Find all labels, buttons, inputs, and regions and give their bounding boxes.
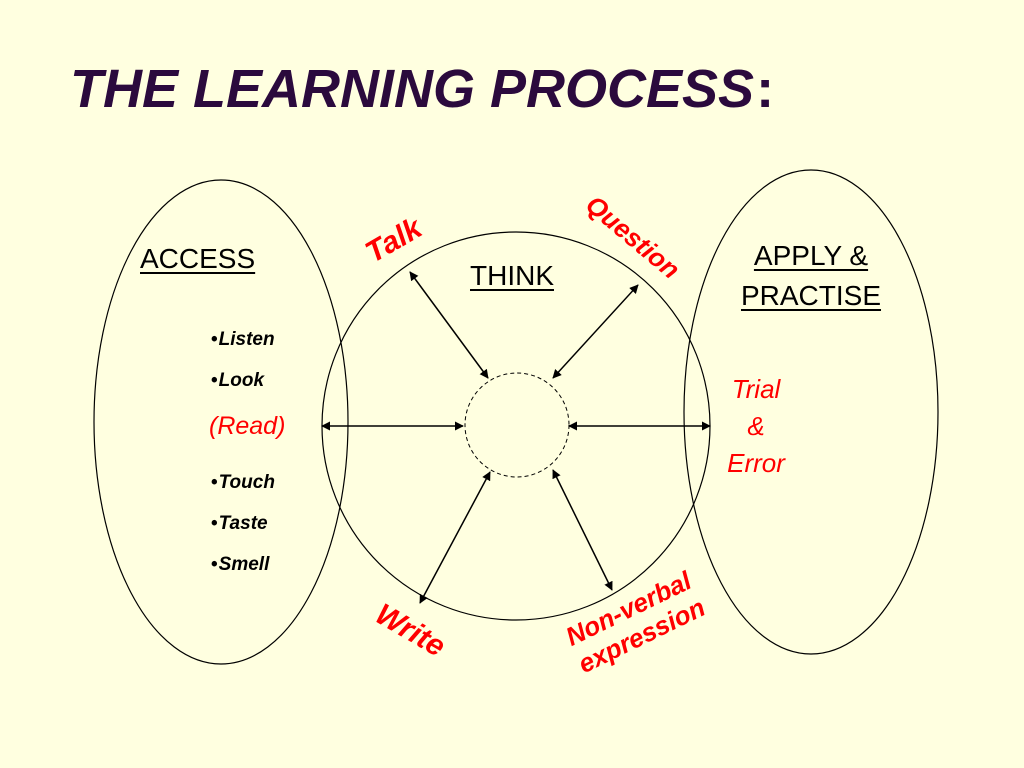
think-heading: THINK xyxy=(470,260,554,291)
list-item: •Smell xyxy=(211,554,270,575)
read-label: (Read) xyxy=(209,412,286,440)
arrow-write xyxy=(419,471,491,604)
trial-label-line3: Error xyxy=(727,448,785,478)
list-item: •Taste xyxy=(211,513,268,534)
access-heading: ACCESS xyxy=(140,243,256,274)
apply-heading-line1: APPLY & xyxy=(753,240,869,271)
list-item: •Touch xyxy=(211,472,275,493)
slide-title-colon: : xyxy=(756,59,775,119)
apply-heading: APPLY & PRACTISE xyxy=(716,236,906,316)
access-list-bottom: •Touch •Taste •Smell xyxy=(211,471,275,594)
arrow-talk xyxy=(409,271,489,379)
slide-title-text: THE LEARNING PROCESS xyxy=(70,59,755,119)
trial-label-line2: & xyxy=(747,411,765,441)
list-item: •Look xyxy=(211,370,265,391)
core-dashed-circle xyxy=(464,372,570,478)
arrow-question xyxy=(552,284,639,379)
apply-heading-line2: PRACTISE xyxy=(740,280,882,311)
apply-ellipse xyxy=(683,169,939,655)
trial-error-label: Trial & Error xyxy=(706,371,806,482)
list-item: •Listen xyxy=(211,329,275,350)
slide-title: THE LEARNING PROCESS: xyxy=(70,58,774,120)
trial-label-line1: Trial xyxy=(731,374,781,404)
arrow-nonverbal xyxy=(552,469,613,591)
access-list-top: •Listen •Look xyxy=(211,328,275,410)
